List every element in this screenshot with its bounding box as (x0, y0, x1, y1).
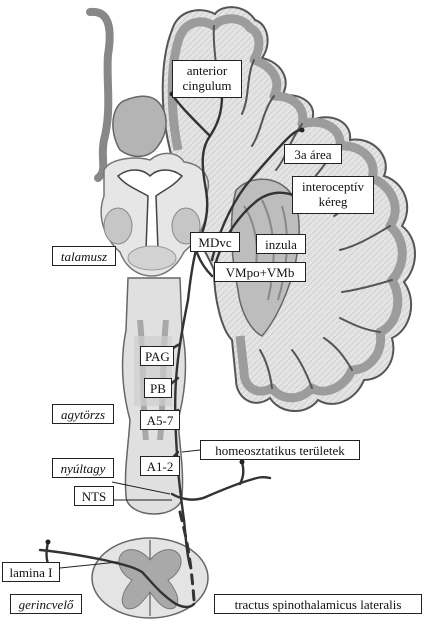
vmpo-to-3a (210, 128, 304, 262)
label-nts: NTS (74, 486, 114, 506)
label-spinothalamic-tract: tractus spinothalamicus lateralis (214, 594, 422, 614)
lamina-branch (45, 540, 50, 566)
label-pb: PB (144, 378, 172, 398)
lamina-afferent (38, 548, 196, 609)
label-insula: inzula (256, 234, 306, 254)
tract-dashed (178, 510, 196, 602)
label-vmpo-vmb: VMpo+VMb (214, 262, 306, 282)
label-mdvc: MDvc (190, 232, 240, 252)
vagal-afferent (170, 475, 272, 501)
hemisphere-cortex-band (167, 14, 407, 403)
thalamic-nucleus-lower (127, 245, 177, 271)
left-cortex-edge (86, 7, 114, 182)
label-spinal-cord: gerincvelő (10, 594, 82, 614)
thalamic-nucleus-left (103, 207, 133, 245)
label-a1-2: A1-2 (140, 456, 180, 476)
cingulate-gray (112, 95, 167, 158)
leader-lines (59, 449, 201, 569)
mdvc-to-cingulum (194, 94, 224, 252)
label-thalamus: talamusz (52, 246, 116, 266)
label-a5-7: A5-7 (140, 410, 180, 430)
label-pag: PAG (140, 346, 174, 366)
label-lamina-i: lamina I (2, 562, 60, 582)
vagal-branch (238, 460, 245, 486)
thalamic-lines (194, 248, 214, 278)
label-interoceptive-cortex: interoceptív kéreg (292, 176, 374, 214)
label-brainstem: agytörzs (52, 404, 114, 424)
label-anterior-cingulum: anterior cingulum (172, 60, 242, 98)
label-homeostatic-areas: homeosztatikus területek (200, 440, 360, 460)
label-3a-area: 3a área (284, 144, 342, 164)
ventricle (116, 169, 184, 251)
label-medulla: nyúltagy (52, 458, 114, 478)
